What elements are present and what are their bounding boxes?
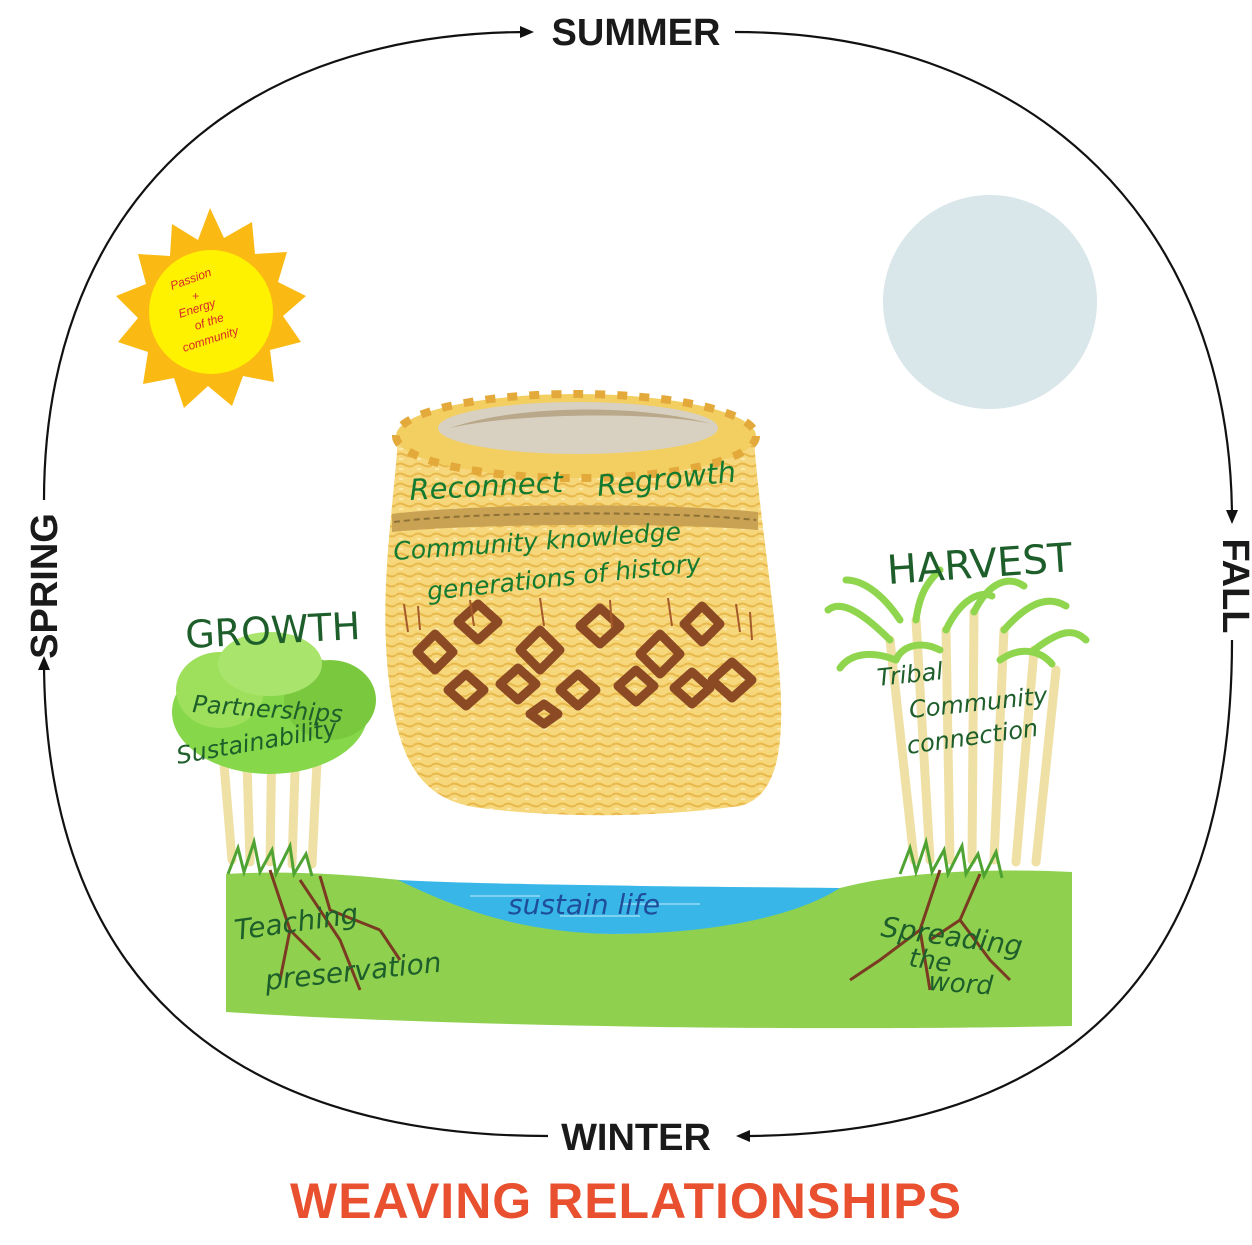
root (929, 873, 1012, 982)
basket-rim-stripes (392, 390, 760, 482)
harvest-title: HARVEST (885, 535, 1074, 594)
season-winter: WINTER (561, 1117, 711, 1159)
basket-band-weave (393, 512, 757, 523)
basket-stitch (403, 597, 753, 641)
basket-opening-shade (450, 409, 712, 428)
basket-motif (635, 629, 685, 679)
growth-plant: GROWTH Partnerships Sustainability (172, 604, 376, 879)
season-cycle (38, 26, 1238, 1142)
basket-motif (707, 657, 757, 703)
season-summer: SUMMER (552, 12, 721, 54)
growth-title: GROWTH (184, 604, 361, 657)
land: sustain life Teaching preservation Sprea… (226, 869, 1072, 1029)
stalk (1011, 645, 1039, 867)
grass-ground (226, 870, 1072, 1029)
basket-motif (555, 669, 601, 711)
grass-tuft (898, 836, 1004, 881)
stalk (1031, 665, 1061, 867)
land-text-word: word (928, 967, 995, 1001)
leaf-cluster (218, 632, 322, 696)
cycle-arrow-winter-to-spring (38, 656, 549, 1138)
sun-center (149, 250, 273, 374)
basket-band (392, 505, 758, 532)
root (268, 869, 362, 991)
root (849, 869, 942, 991)
stalk (941, 625, 955, 865)
leaf (836, 651, 900, 672)
grass-tuft (226, 836, 314, 879)
water-pond (398, 880, 840, 934)
growth-foliage (172, 632, 376, 774)
water-label: sustain life (508, 888, 660, 921)
leaf (824, 602, 894, 644)
stalk (967, 607, 979, 865)
harvest-plant: HARVEST Tribal Community connection (824, 535, 1090, 881)
harvest-stalks (885, 607, 1061, 867)
basket-motif (495, 663, 541, 705)
basket-motif (515, 625, 565, 675)
stalk (885, 635, 919, 865)
cycle-arrow-spring-to-summer (42, 26, 534, 501)
land-text-the: the (907, 943, 953, 979)
roots-right (849, 869, 1012, 991)
moon (883, 195, 1097, 409)
diagram-title: WEAVING RELATIONSHIPS (290, 1173, 962, 1229)
sun: Passion + Energy of the community (116, 208, 306, 408)
root (318, 875, 402, 961)
leaf (892, 641, 944, 664)
basket: Reconnect Regrowth Community knowledge g… (385, 390, 782, 816)
leaf (1000, 597, 1070, 634)
basket-motif (669, 667, 715, 709)
cycle-arrow-fall-to-winter (736, 639, 1234, 1142)
roots-left (268, 869, 402, 991)
basket-motif (575, 603, 625, 649)
leaf (996, 647, 1056, 668)
harvest-foliage (824, 566, 1090, 672)
leaf (1030, 629, 1090, 654)
basket-motif (679, 601, 725, 647)
basket-motif (443, 669, 489, 711)
season-fall: FALL (1214, 539, 1252, 634)
basket-text-reconnect: Reconnect (409, 465, 566, 507)
sun-text-2: + (192, 289, 199, 303)
harvest-text-tribal: Tribal (876, 657, 945, 692)
basket-motif (613, 665, 659, 707)
leaf (970, 577, 1028, 616)
leaf (842, 576, 904, 624)
leaf (912, 566, 944, 624)
water-ripples (470, 895, 700, 917)
cycle-arrow-summer-to-fall (734, 30, 1238, 524)
basket-motif (525, 699, 563, 729)
stalk (989, 625, 1009, 865)
stalk (911, 615, 935, 865)
season-spring: SPRING (24, 513, 66, 659)
basket-motif (412, 629, 458, 675)
